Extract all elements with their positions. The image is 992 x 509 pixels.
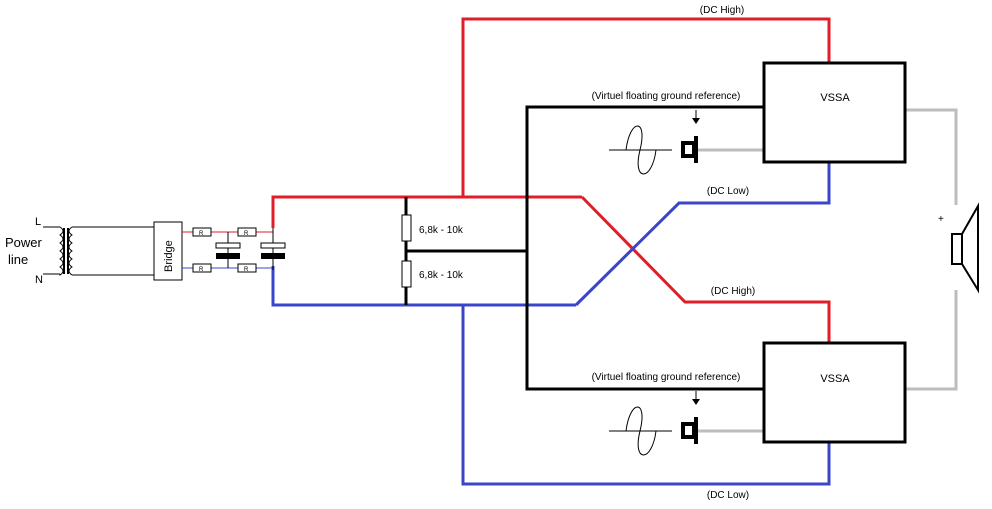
vfgr-upper-label: (Virtuel floating ground reference) [592, 91, 741, 102]
audio-jack-icon [681, 136, 698, 163]
transformer-icon [43, 226, 154, 276]
dc-high-crossover [580, 195, 831, 343]
dc-high-upper-wire [271, 195, 582, 199]
bridge-rectifier: Bridge [153, 221, 183, 281]
psu-filter: R R R R [182, 227, 286, 273]
speaker-icon: + [938, 202, 979, 294]
output-upper-wire [905, 108, 958, 205]
svg-text:R: R [244, 231, 249, 237]
svg-text:R: R [199, 231, 204, 237]
power-line-label-2: line [8, 252, 28, 267]
line-N-label: N [35, 274, 43, 286]
bridge-label: Bridge [163, 240, 175, 272]
output-lower-wire [905, 290, 958, 391]
dc-high-upper-label: (DC High) [700, 5, 744, 16]
dc-high-upper-feed [461, 17, 831, 197]
vfgr-lower-label: (Virtuel floating ground reference) [592, 372, 741, 383]
signal-wires [697, 108, 958, 433]
capacitor-icon [215, 242, 241, 259]
speaker-plus-label: + [938, 214, 944, 225]
line-L-label: L [35, 216, 41, 228]
capacitor-icon [260, 242, 286, 259]
power-line-label-1: Power [5, 235, 43, 250]
resistor-icon: R [237, 227, 257, 237]
arrow-down-icon [692, 391, 700, 405]
dc-low-lower-wire [271, 266, 576, 307]
arrow-down-icon [692, 110, 700, 124]
resistor-icon: R [192, 263, 212, 273]
resistor-lower-value: 6,8k - 10k [419, 270, 464, 281]
vssa-lower-label: VSSA [820, 373, 850, 385]
svg-text:R: R [244, 267, 249, 273]
sine-wave-icon [609, 406, 672, 456]
sine-wave-icon [609, 125, 672, 175]
dc-low-lower-feed [461, 305, 831, 486]
dc-low-wires [271, 162, 831, 486]
resistor-icon [401, 214, 412, 242]
vssa-lower: VSSA [762, 341, 907, 444]
vssa-upper: VSSA [762, 61, 907, 164]
resistor-icon: R [237, 263, 257, 273]
svg-text:R: R [199, 267, 204, 273]
dc-low-crossover [574, 162, 831, 307]
ground-upper [525, 105, 763, 391]
dc-low-lower-label: (DC Low) [707, 490, 749, 501]
audio-jack-icon [681, 417, 698, 444]
resistor-icon [401, 260, 412, 288]
resistor-upper-value: 6,8k - 10k [419, 225, 464, 236]
dc-low-upper-label: (DC Low) [707, 186, 749, 197]
dc-high-lower-label: (DC High) [711, 286, 755, 297]
resistor-icon: R [192, 227, 212, 237]
vssa-upper-label: VSSA [820, 92, 850, 104]
